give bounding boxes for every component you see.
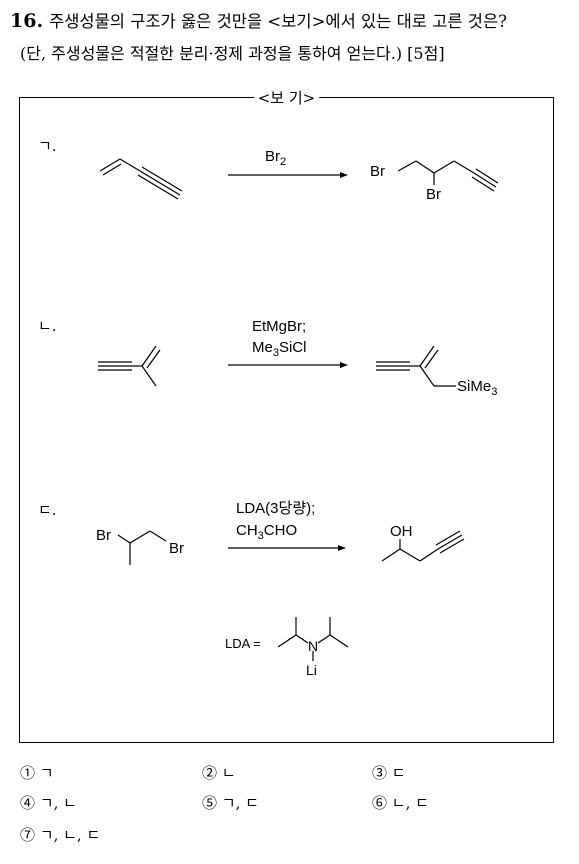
choice-5-text: ㄱ, ㄷ — [221, 794, 259, 812]
product-a-br1: Br — [370, 163, 385, 180]
choice-1[interactable]: ① ㄱ — [20, 762, 54, 783]
lda-structure — [277, 617, 349, 661]
choice-2-num: ② — [202, 764, 218, 782]
reagent-c-2: CH3CHO — [236, 522, 297, 542]
lda-li: Li — [306, 662, 317, 678]
choice-3[interactable]: ③ ㄷ — [372, 762, 406, 783]
question-line-1: 16. 주생성물의 구조가 옳은 것만을 <보기>에서 있는 대로 고른 것은? — [10, 8, 507, 32]
product-b-structure — [376, 345, 456, 387]
lda-definition: LDA = N Li — [225, 617, 349, 678]
choice-1-text: ㄱ — [39, 764, 54, 782]
choice-3-text: ㄷ — [391, 764, 406, 782]
choice-6-text: ㄴ, ㄷ — [391, 794, 429, 812]
choice-6[interactable]: ⑥ ㄴ, ㄷ — [372, 792, 429, 813]
choice-4-text: ㄱ, ㄴ — [39, 794, 77, 812]
choice-2-text: ㄴ — [221, 764, 236, 782]
reagent-c-1: LDA(3당량); — [236, 500, 315, 517]
arrow-head-a — [340, 172, 348, 178]
choice-7-text: ㄱ, ㄴ, ㄷ — [39, 826, 101, 844]
reagent-b-1: EtMgBr; — [252, 318, 306, 335]
product-a-br2: Br — [426, 186, 441, 203]
choice-3-num: ③ — [372, 764, 388, 782]
question-number: 16. — [10, 10, 44, 32]
arrow-head-b — [340, 362, 348, 368]
choice-4[interactable]: ④ ㄱ, ㄴ — [20, 792, 77, 813]
choice-4-num: ④ — [20, 794, 36, 812]
item-label-a: ㄱ. — [38, 137, 57, 155]
choice-6-num: ⑥ — [372, 794, 388, 812]
item-label-c: ㄷ. — [38, 501, 57, 519]
reactant-c-structure — [117, 530, 167, 565]
reactant-a-structure — [99, 158, 183, 200]
reaction-a: Br2 Br Br — [99, 148, 499, 203]
item-label-b: ㄴ. — [38, 317, 57, 335]
choice-1-num: ① — [20, 764, 36, 782]
lda-n: N — [308, 638, 318, 654]
lda-label: LDA = — [225, 636, 261, 651]
reactant-c-br2: Br — [169, 540, 184, 557]
product-c-oh: OH — [390, 523, 413, 540]
choice-7[interactable]: ⑦ ㄱ, ㄴ, ㄷ — [20, 824, 100, 845]
example-box: <보 기> ㄱ. Br2 Br Br ㄴ. — [19, 87, 554, 743]
choice-2[interactable]: ② ㄴ — [202, 762, 236, 783]
product-a-structure — [397, 160, 499, 192]
question-text: 주생성물의 구조가 옳은 것만을 <보기>에서 있는 대로 고른 것은? — [49, 12, 508, 31]
choice-5-num: ⑤ — [202, 794, 218, 812]
box-title: <보 기> — [253, 87, 320, 108]
choice-7-num: ⑦ — [20, 826, 36, 844]
reagent-a: Br2 — [265, 148, 286, 168]
reactant-b-structure — [98, 345, 161, 387]
choice-5[interactable]: ⑤ ㄱ, ㄷ — [202, 792, 259, 813]
reaction-c: Br Br LDA(3당량); CH3CHO OH — [96, 500, 465, 565]
question-condition: (단, 주생성물은 적절한 분리·정제 과정을 통하여 얻는다.) [5점] — [20, 44, 445, 63]
product-c-structure — [381, 530, 465, 562]
reagent-b-2: Me3SiCl — [252, 339, 306, 359]
product-b-group: SiMe3 — [457, 378, 497, 398]
reaction-b: EtMgBr; Me3SiCl SiMe3 — [98, 318, 497, 398]
arrow-head-c — [338, 545, 346, 551]
reactant-c-br1: Br — [96, 527, 111, 544]
